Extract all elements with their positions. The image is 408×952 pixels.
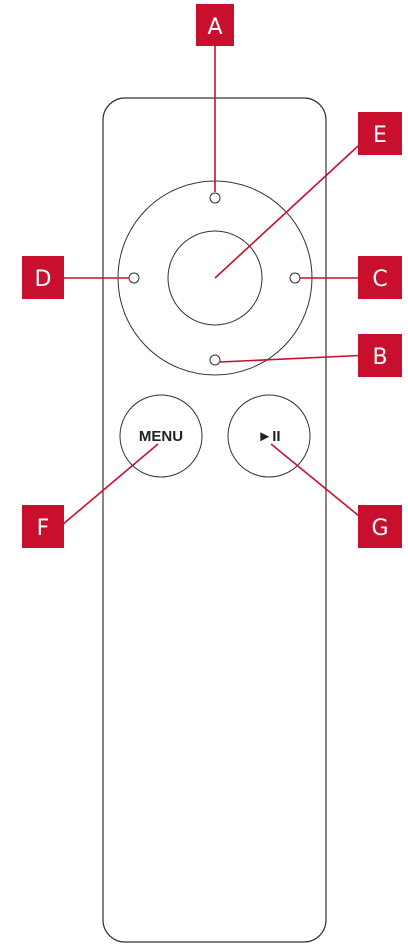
- callout-b: B: [358, 334, 402, 377]
- left-dot-icon[interactable]: [128, 272, 140, 284]
- leader-line-g: [270, 443, 371, 526]
- callout-e-label: E: [373, 123, 387, 148]
- callout-f-label: F: [37, 516, 50, 541]
- callout-a: A: [196, 4, 234, 46]
- leader-line-e: [214, 134, 371, 279]
- down-dot-icon[interactable]: [209, 354, 221, 366]
- menu-button-label: MENU: [139, 428, 183, 445]
- leader-line-f: [61, 443, 159, 526]
- callout-d-label: D: [35, 267, 52, 292]
- callout-g: G: [358, 505, 402, 548]
- play-pause-button-label: ►II: [257, 428, 280, 445]
- menu-button[interactable]: [119, 394, 203, 478]
- right-dot-icon[interactable]: [289, 272, 301, 284]
- leader-line-b: [219, 354, 371, 363]
- callout-e: E: [358, 112, 402, 155]
- up-dot-icon[interactable]: [209, 192, 221, 204]
- play-pause-button[interactable]: [227, 394, 311, 478]
- callout-c-label: C: [372, 267, 387, 292]
- callout-a-label: A: [207, 15, 222, 40]
- callout-g-label: G: [371, 516, 388, 541]
- callout-c: C: [358, 256, 402, 299]
- callout-f: F: [22, 505, 64, 548]
- callout-d: D: [22, 256, 64, 299]
- callout-b-label: B: [372, 345, 387, 370]
